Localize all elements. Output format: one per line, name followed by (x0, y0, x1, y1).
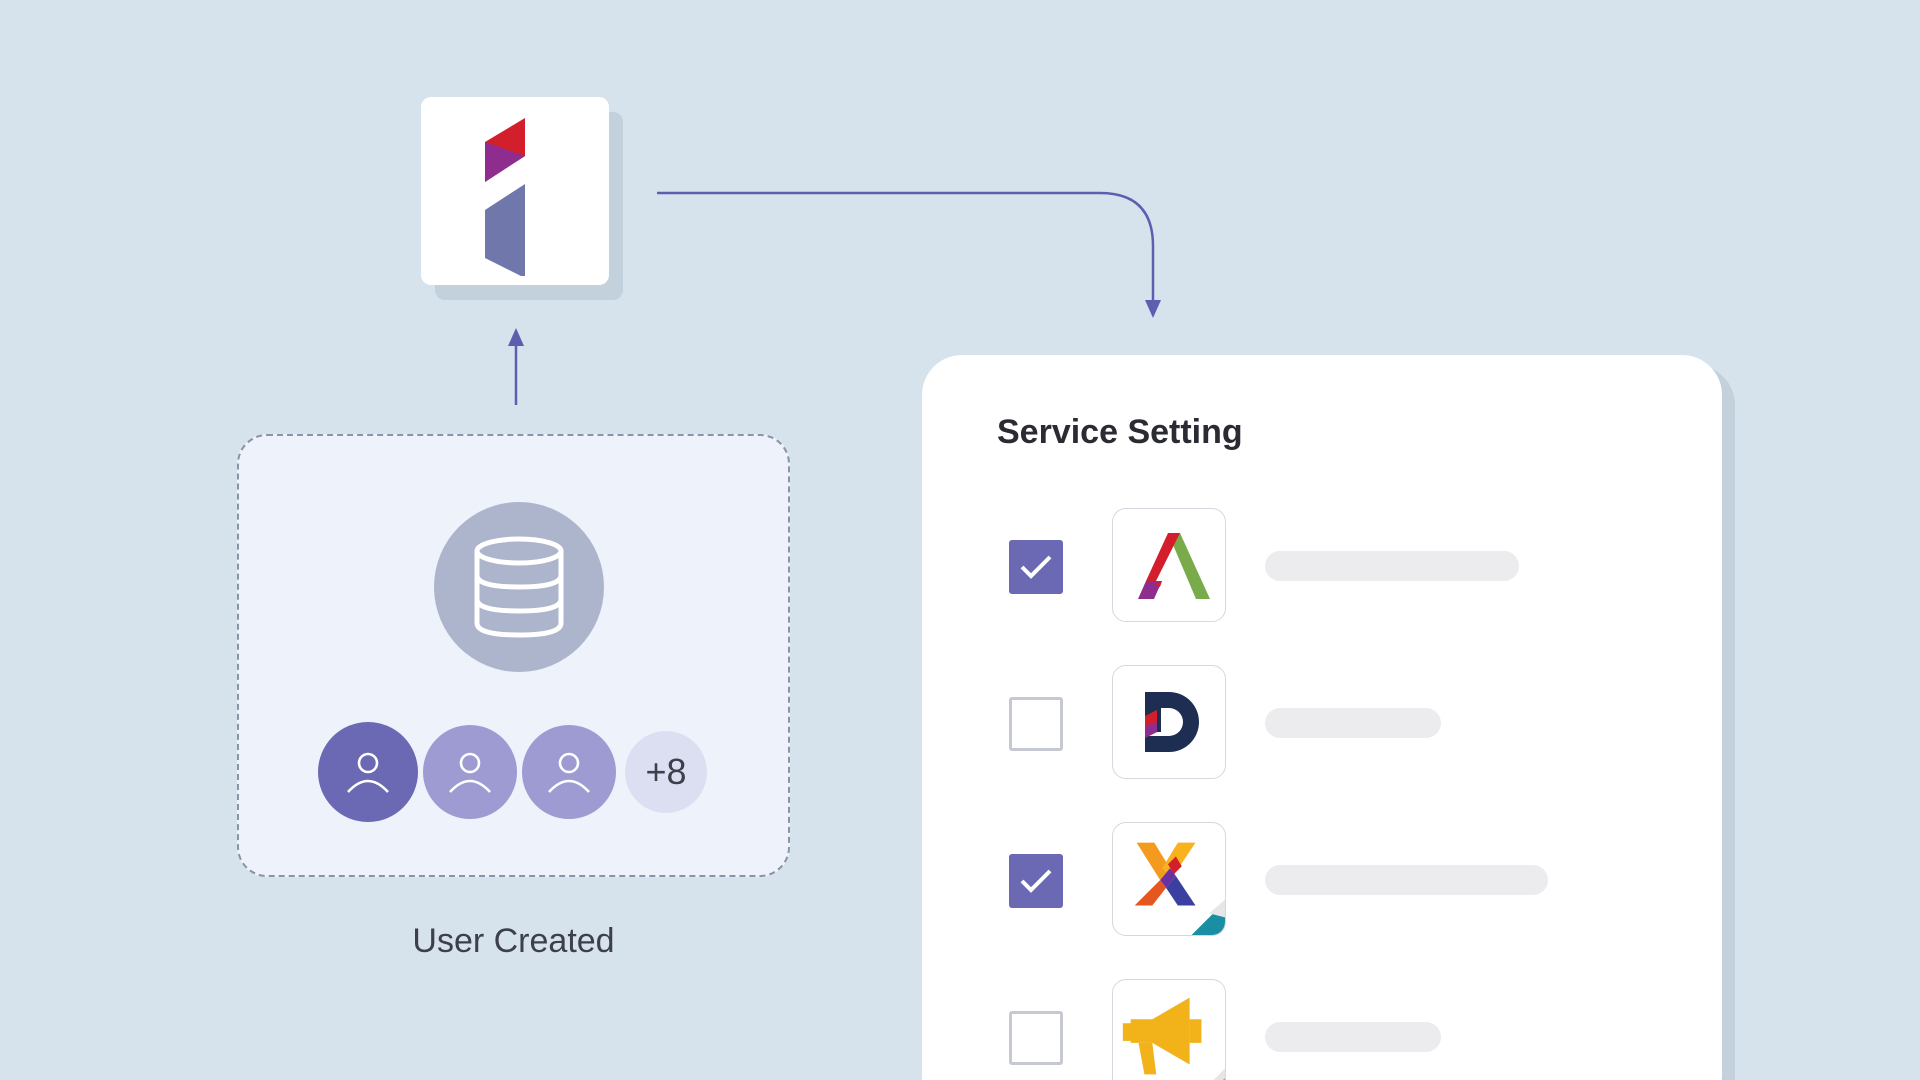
service-row (922, 508, 1722, 624)
service-description-bar (1265, 1022, 1441, 1052)
service-row (922, 979, 1722, 1080)
service-description-bar (1265, 708, 1441, 738)
service-d-logo-icon (1145, 692, 1199, 752)
megaphone-logo-icon (1122, 997, 1225, 1080)
arrow-head-up (508, 328, 524, 346)
service-logo-tile (1112, 822, 1226, 936)
user-avatar (318, 722, 418, 822)
app-logo-icon (485, 118, 525, 276)
service-row (922, 665, 1722, 781)
service-checkbox[interactable] (1009, 854, 1063, 908)
service-row (922, 822, 1722, 938)
arrow-to-service-panel (657, 191, 1155, 305)
service-checkbox[interactable] (1009, 540, 1063, 594)
more-users-badge: +8 (620, 726, 712, 818)
service-logo-tile (1112, 508, 1226, 622)
app-logo-card[interactable] (421, 97, 609, 285)
checkmark-icon (1020, 869, 1052, 893)
service-checkbox[interactable] (1009, 697, 1063, 751)
database-icon (474, 536, 564, 638)
service-setting-panel: Service Setting (922, 355, 1722, 1080)
user-icon (449, 752, 491, 793)
arrow-head-down (1145, 300, 1161, 318)
service-a-logo-icon (1138, 533, 1210, 599)
database-badge (434, 502, 604, 672)
user-icon (347, 752, 389, 793)
service-description-bar (1265, 551, 1519, 581)
checkmark-icon (1020, 555, 1052, 579)
service-logo-tile (1112, 979, 1226, 1080)
user-avatar (418, 720, 522, 824)
user-created-caption: User Created (412, 922, 615, 960)
service-checkbox[interactable] (1009, 1011, 1063, 1065)
user-icon (548, 752, 590, 793)
service-description-bar (1265, 865, 1548, 895)
service-logo-tile (1112, 665, 1226, 779)
service-x-logo-icon (1134, 842, 1225, 935)
user-avatar (517, 720, 621, 824)
panel-title: Service Setting (997, 413, 1243, 451)
